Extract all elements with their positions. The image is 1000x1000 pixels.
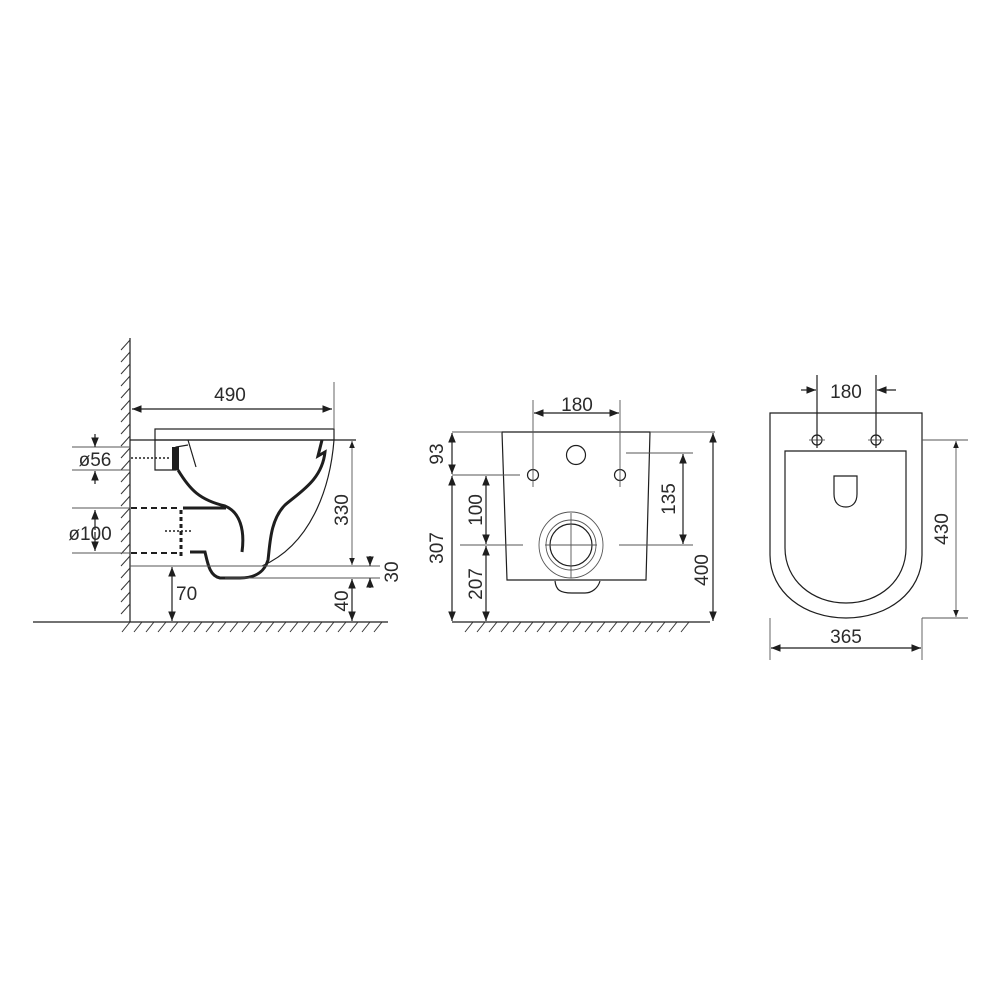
inlet-hole bbox=[565, 444, 587, 466]
dim-430: 430 bbox=[932, 513, 953, 545]
dim-207: 207 bbox=[466, 568, 487, 600]
bowl-inner-curve bbox=[176, 469, 245, 553]
floor-hatching bbox=[121, 621, 383, 633]
dim-30: 30 bbox=[382, 561, 403, 582]
dim-330: 330 bbox=[332, 494, 353, 526]
dim-top-180: 180 bbox=[830, 382, 862, 403]
dim-93: 93 bbox=[427, 443, 448, 464]
back-view: 180 93 307 100 207 135 400 bbox=[427, 395, 717, 633]
bowl-opening bbox=[833, 475, 858, 508]
seat-inner bbox=[784, 450, 907, 604]
bowl-trap bbox=[190, 439, 327, 580]
inlet-block bbox=[154, 440, 189, 471]
dim-180: 180 bbox=[561, 395, 593, 416]
dim-307: 307 bbox=[427, 532, 448, 564]
dim-135: 135 bbox=[659, 483, 680, 515]
top-view: 180 430 365 bbox=[769, 375, 968, 660]
dim-70: 70 bbox=[176, 584, 197, 605]
dim-o100: ø100 bbox=[68, 524, 111, 545]
bottom-foot bbox=[554, 580, 601, 594]
dim-40: 40 bbox=[332, 590, 353, 611]
dim-490: 490 bbox=[214, 385, 246, 406]
dim-o56: ø56 bbox=[79, 450, 112, 471]
back-body bbox=[501, 431, 651, 581]
floor-hatching bbox=[464, 621, 690, 633]
dim-400: 400 bbox=[692, 554, 713, 586]
seat-top bbox=[154, 428, 335, 441]
bowl-outer-profile bbox=[261, 439, 335, 567]
wall-hatching bbox=[120, 339, 131, 615]
dim-365: 365 bbox=[830, 627, 862, 648]
side-view: 490 ø56 ø100 70 330 30 40 bbox=[33, 338, 403, 633]
inlet-flange bbox=[172, 447, 179, 470]
top-outline bbox=[769, 412, 923, 619]
dim-100: 100 bbox=[466, 494, 487, 526]
